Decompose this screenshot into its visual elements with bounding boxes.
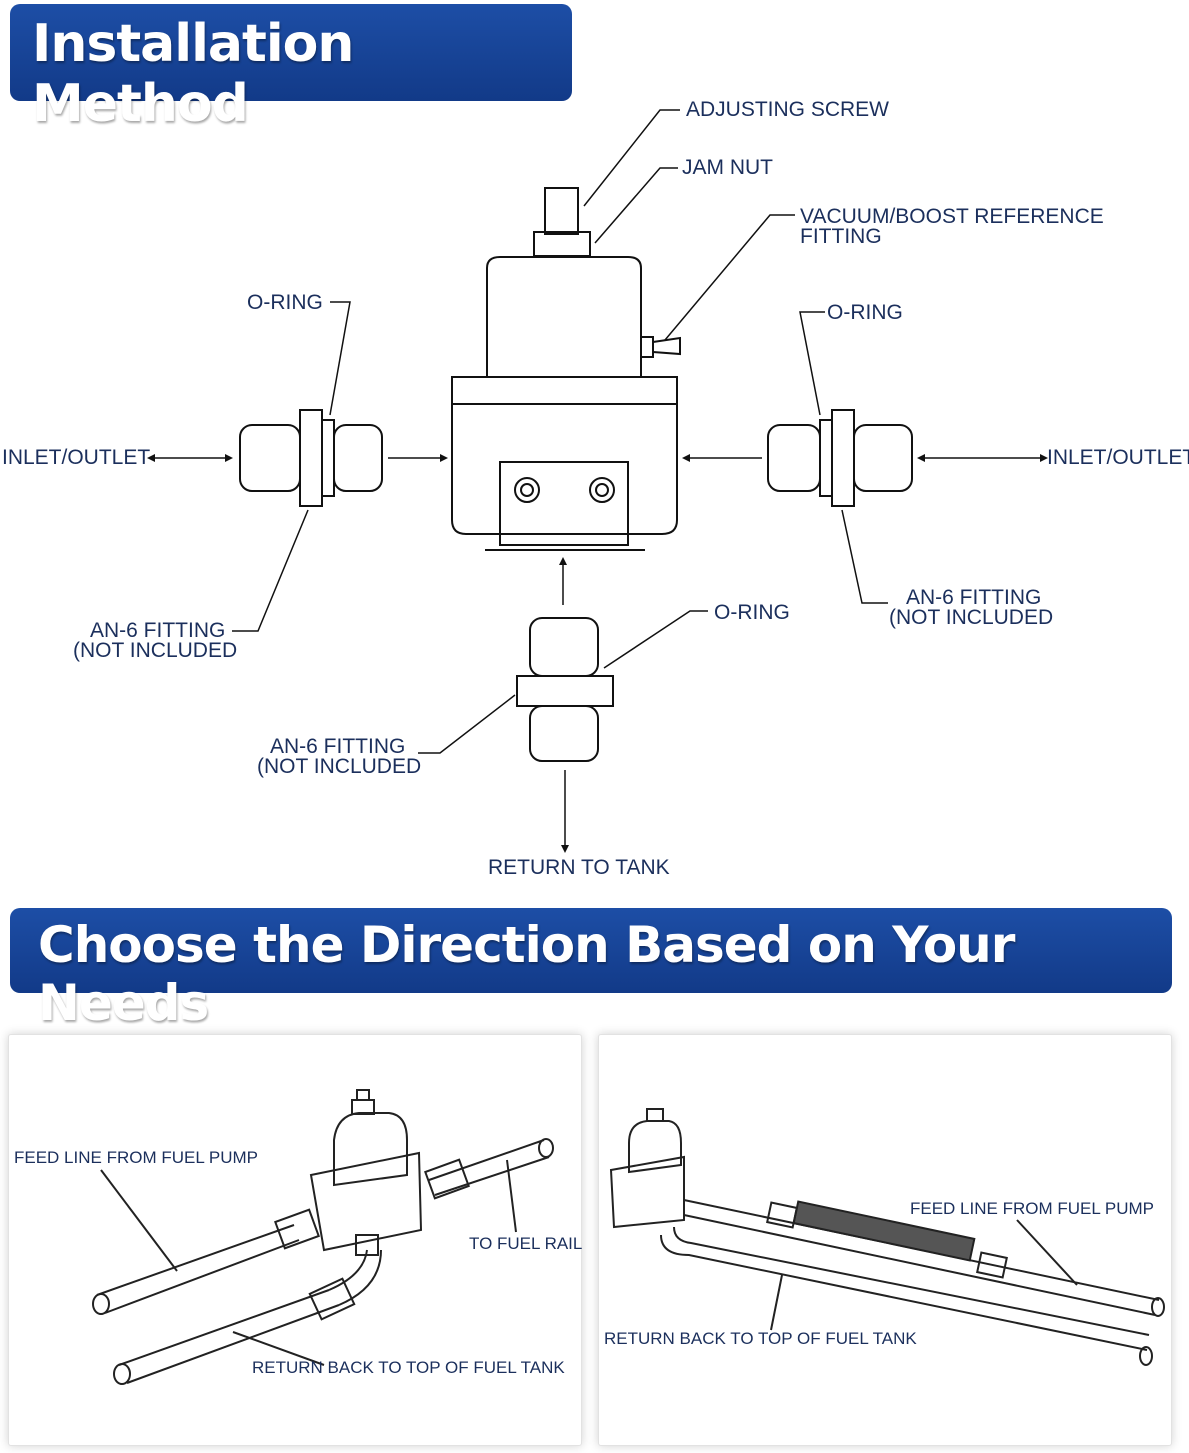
vacuum-fitting-label-line2: FITTING (800, 225, 882, 248)
upper-body-shape (486, 256, 642, 378)
an6-left-label-line1: AN-6 FITTING (90, 619, 226, 642)
vacuum-fitting-label-line1: VACUUM/BOOST REFERENCE (800, 205, 1104, 228)
lower-body-shape (451, 404, 678, 535)
feed-line-label: FEED LINE FROM FUEL PUMP (910, 1199, 1155, 1218)
an6-bottom-label-line2: (NOT INCLUDED (257, 755, 422, 778)
oring-bottom-label: O-RING (714, 601, 790, 624)
orientation-panel-left: FEED LINE FROM FUEL PUMP TO FUEL RAIL RE… (8, 1034, 582, 1446)
an6-right-label-line1: AN-6 FITTING (906, 586, 1042, 609)
regulator-exploded-diagram (147, 109, 1048, 853)
return-line-label: RETURN BACK TO TOP OF FUEL TANK (252, 1358, 565, 1377)
return-line-label: RETURN BACK TO TOP OF FUEL TANK (604, 1329, 917, 1348)
jam-nut-shape (533, 231, 591, 257)
adjusting-screw-shape (544, 187, 579, 235)
an6-left-label-line2: (NOT INCLUDED (73, 639, 238, 662)
left-plumbing-drawing (92, 1089, 554, 1385)
oring-right-label: O-RING (827, 301, 903, 324)
to-fuel-rail-label: TO FUEL RAIL (469, 1234, 583, 1253)
feed-line-label: FEED LINE FROM FUEL PUMP (14, 1148, 259, 1167)
jam-nut-label: JAM NUT (682, 156, 773, 179)
installation-method-header: Installation Method (10, 4, 572, 134)
return-to-tank-label: RETURN TO TANK (488, 856, 670, 879)
direction-header: Choose the Direction Based on Your Needs (10, 908, 1172, 1032)
right-plumbing-drawing (609, 1108, 1165, 1366)
oring-left-label: O-RING (247, 291, 323, 314)
mount-bracket-shape (499, 461, 629, 546)
inlet-outlet-left-label: INLET/OUTLET (2, 446, 151, 469)
inlet-outlet-right-label: INLET/OUTLET (1047, 446, 1189, 469)
an6-bottom-label-line1: AN-6 FITTING (270, 735, 406, 758)
adjusting-screw-label: ADJUSTING SCREW (686, 98, 890, 121)
an6-right-label-line2: (NOT INCLUDED (889, 606, 1054, 629)
orientation-panel-right: FEED LINE FROM FUEL PUMP RETURN BACK TO … (598, 1034, 1172, 1446)
